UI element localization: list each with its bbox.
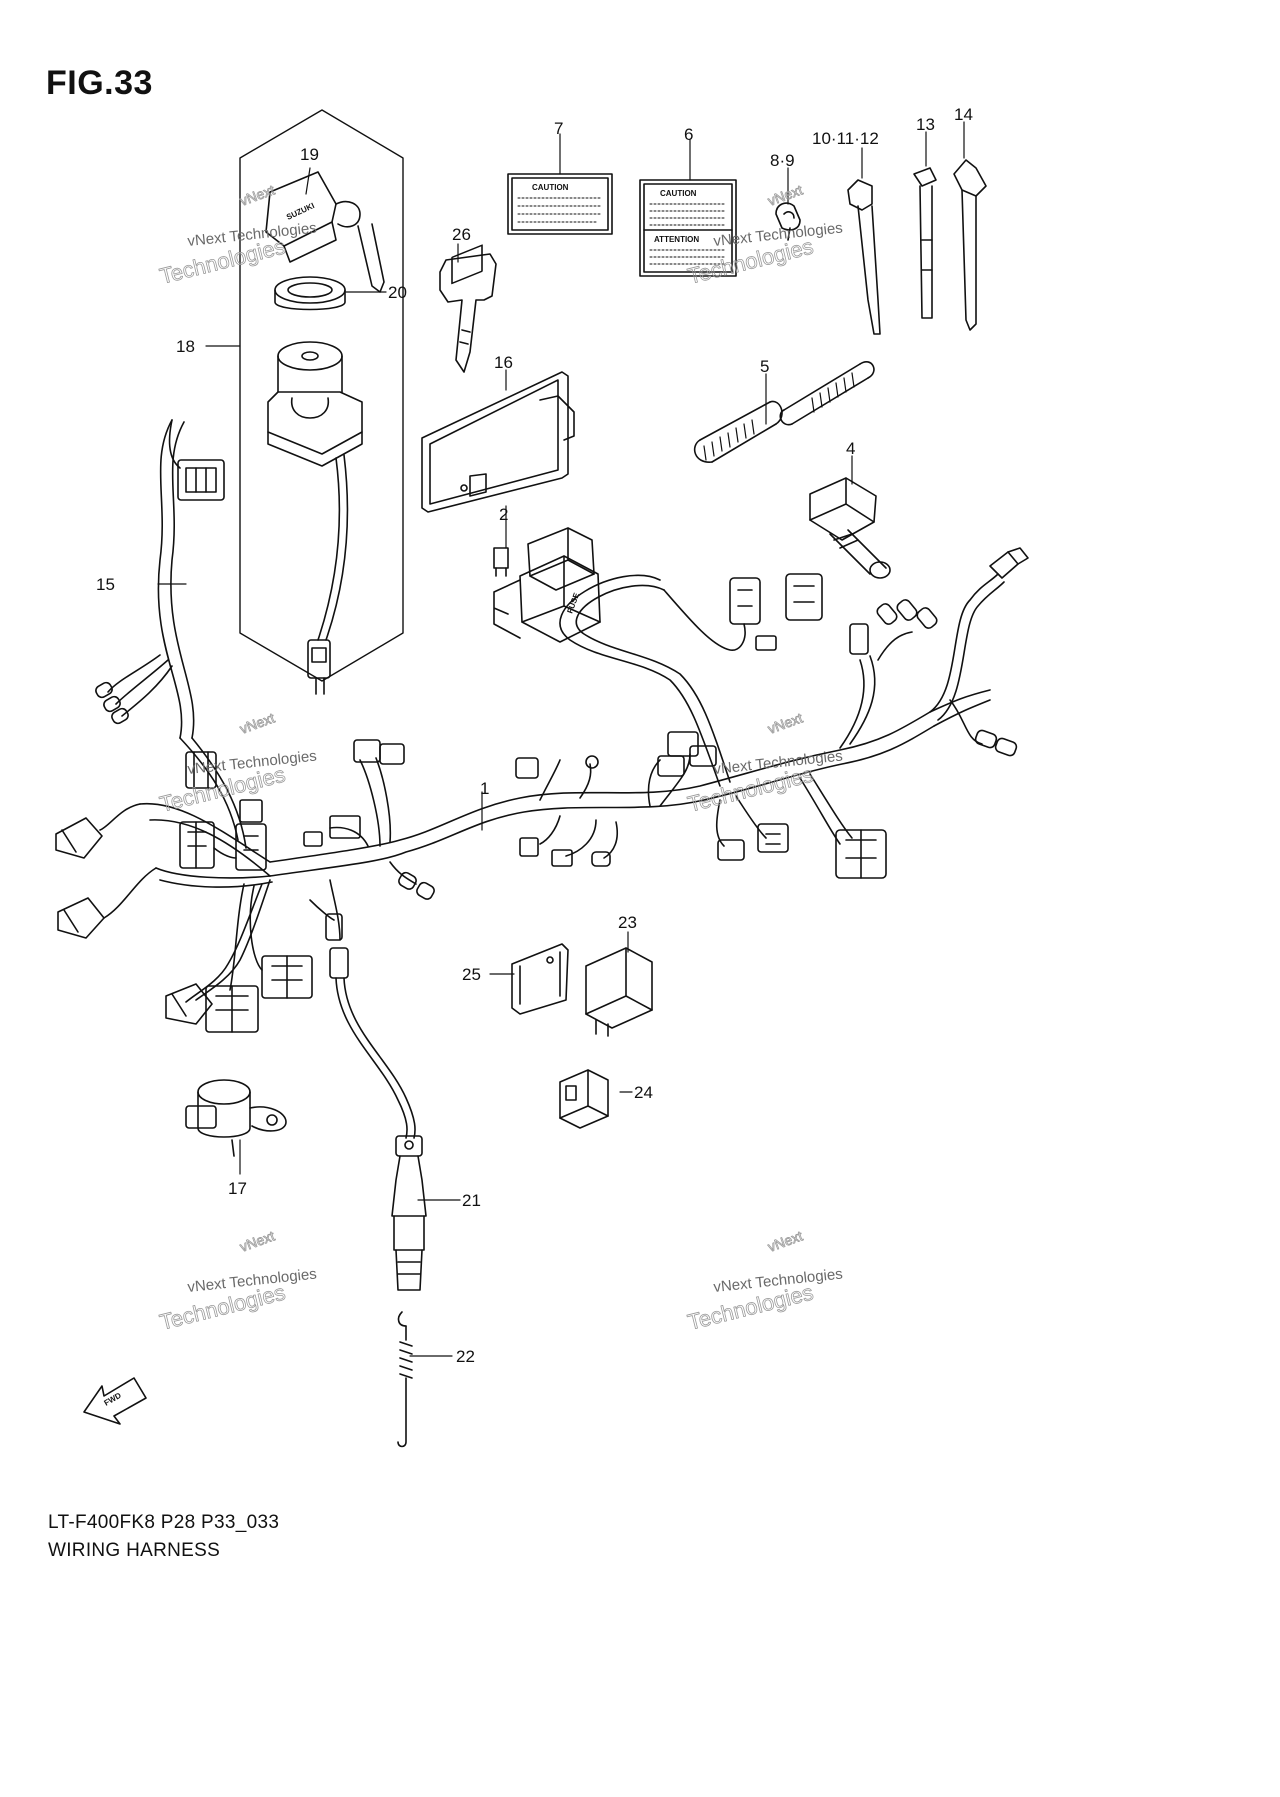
svg-text:vNext: vNext — [766, 710, 805, 737]
callout-17: 17 — [228, 1179, 247, 1198]
sensor-part-21 — [391, 1135, 427, 1291]
key-blank-part-26 — [439, 253, 497, 373]
figure-caption: WIRING HARNESS — [48, 1540, 221, 1561]
callout-numbers: 1 2 4 5 6 7 8·9 10·11·12 13 14 15 16 17 … — [96, 105, 973, 1366]
bracket-plate-part-16 — [421, 244, 575, 513]
cable-tie-part-10-11-12 — [847, 179, 881, 335]
svg-text:vNext: vNext — [238, 710, 277, 737]
callout-21: 21 — [462, 1191, 481, 1210]
clamp-part-8-9 — [775, 202, 801, 241]
ignition-switch-body — [267, 341, 363, 695]
brand-label: SUZUKI — [285, 201, 316, 222]
left-connectors — [55, 799, 267, 939]
coupler-part-24 — [559, 1069, 609, 1129]
bracket-part-25 — [511, 943, 569, 1015]
callout-8-9: 8·9 — [770, 151, 795, 170]
svg-text:vNext: vNext — [766, 1228, 805, 1255]
callout-15: 15 — [96, 575, 115, 594]
callout-23: 23 — [618, 913, 637, 932]
callout-7: 7 — [554, 119, 563, 138]
callout-14: 14 — [954, 105, 973, 124]
switch-part-17 — [185, 1079, 287, 1157]
corrugated-tube-part-5 — [693, 361, 875, 463]
upper-right-branch — [559, 547, 1029, 787]
strap-part-13 — [913, 167, 937, 319]
watermark-bottom-right: vNext Technologies Technologies vNext — [685, 1227, 844, 1335]
svg-text:vNext: vNext — [238, 182, 277, 209]
sensor-lead — [329, 879, 416, 1139]
ring-nut-part-20 — [274, 276, 346, 311]
fuse-box-part-2: FUSE — [493, 527, 601, 643]
callout-25: 25 — [462, 965, 481, 984]
forward-arrow-icon: FWD — [83, 1377, 147, 1425]
svg-text:vNext: vNext — [766, 182, 805, 209]
caution-label-part-7: CAUTION — [507, 173, 613, 235]
spring-part-22 — [397, 1311, 413, 1448]
callout-18: 18 — [176, 337, 195, 356]
callout-1: 1 — [480, 779, 489, 798]
callout-6: 6 — [684, 125, 693, 144]
callout-26: 26 — [452, 225, 471, 244]
main-harness-part-1 — [99, 689, 991, 888]
callout-4: 4 — [846, 439, 855, 458]
callout-22: 22 — [456, 1347, 475, 1366]
caution-attention-label-part-6: CAUTION ATTENTION — [639, 179, 737, 277]
watermark-top-right: vNext Technologies Technologies vNext — [685, 181, 844, 289]
ignition-group-box — [239, 109, 404, 682]
callout-5: 5 — [760, 357, 769, 376]
svg-text:vNext: vNext — [238, 1228, 277, 1255]
relay-part-23 — [585, 947, 653, 1037]
caution-text-7: CAUTION — [532, 183, 569, 192]
model-code: LT-F400FK8 P28 P33_033 — [48, 1512, 280, 1533]
caution-text-6: CAUTION — [660, 189, 697, 198]
sub-harness-part-15 — [95, 419, 225, 789]
cable-tie-part-14 — [953, 159, 987, 331]
attention-text-6: ATTENTION — [654, 235, 699, 244]
figure-title: FIG.33 — [46, 64, 153, 102]
watermark-mid-right: vNext Technologies Technologies vNext — [685, 709, 844, 817]
watermark-top-left: vNext Technologies Technologies vNext — [157, 181, 318, 289]
callout-13: 13 — [916, 115, 935, 134]
callout-16: 16 — [494, 353, 513, 372]
leader-lines — [157, 121, 965, 1357]
callout-10-11-12: 10·11·12 — [812, 129, 879, 148]
callout-19: 19 — [300, 145, 319, 164]
fwd-text: FWD — [103, 1391, 123, 1408]
watermark-bottom-left: vNext Technologies Technologies vNext — [157, 1227, 318, 1335]
rubber-boot-part-4 — [809, 477, 891, 579]
lower-left-connectors — [165, 879, 343, 1033]
callout-24: 24 — [634, 1083, 653, 1102]
callout-2: 2 — [499, 505, 508, 524]
callout-20: 20 — [388, 283, 407, 302]
mid-harness-connectors — [303, 731, 887, 900]
